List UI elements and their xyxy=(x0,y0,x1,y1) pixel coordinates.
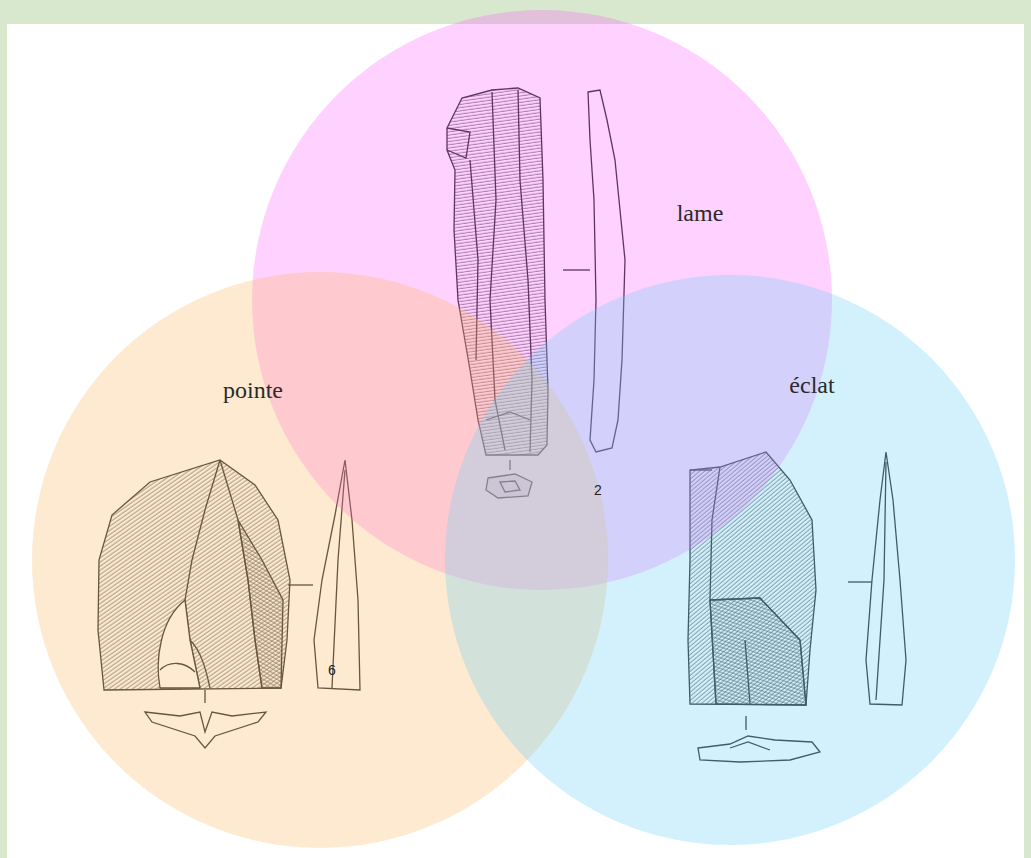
figure-number: 2 xyxy=(594,482,602,498)
circle-outline xyxy=(445,275,1015,845)
set-label: pointe xyxy=(223,377,283,404)
set-label: éclat xyxy=(789,372,834,399)
flake-circle: éclat xyxy=(445,275,1015,845)
figure-number: 6 xyxy=(328,662,336,678)
circle-fill xyxy=(445,275,1015,845)
set-label: lame xyxy=(677,200,724,227)
